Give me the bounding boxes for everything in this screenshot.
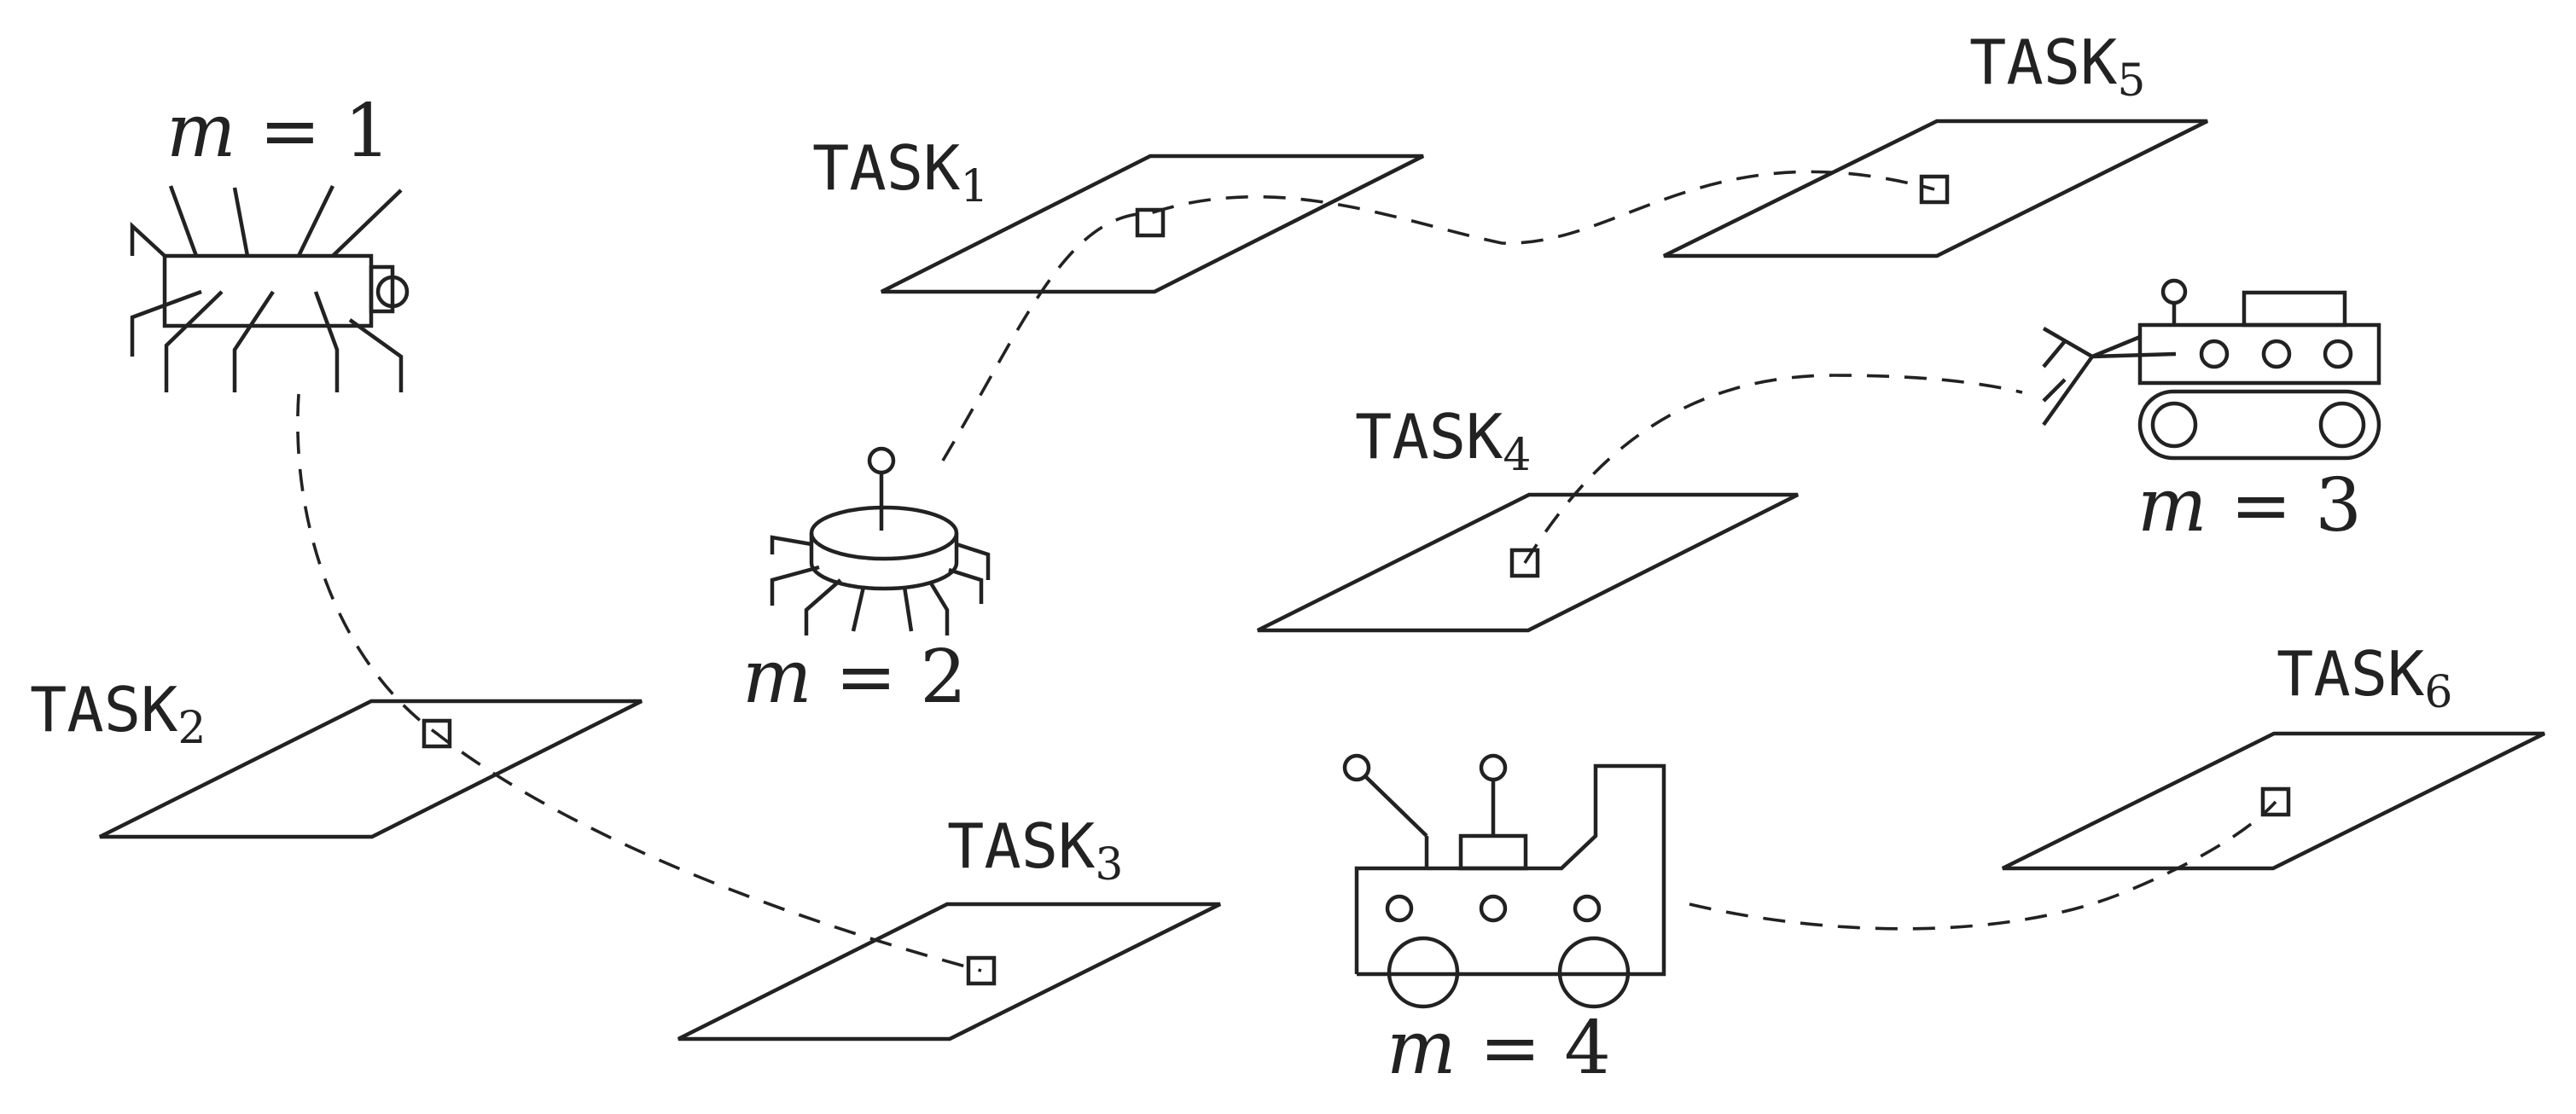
- robot-4-label: m = 4: [1387, 1006, 1611, 1091]
- robot-2-icon: [770, 446, 991, 635]
- task-4-label: TASK4: [1355, 401, 1531, 481]
- task-5-label: TASK5: [1969, 26, 2145, 107]
- task-6-plane: [2001, 731, 2546, 871]
- robot-2-label: m = 2: [742, 635, 967, 720]
- task-4-plane: [1256, 492, 1800, 633]
- robot-3-icon: [2042, 278, 2381, 461]
- robot-3-label: m = 3: [2137, 463, 2362, 548]
- path-robot-4-to-task-6: [1689, 800, 2277, 931]
- task-2-label: TASK2: [30, 674, 206, 754]
- task-3-label: TASK3: [947, 810, 1123, 891]
- path-task-4-to-robot-3: [1523, 374, 2023, 564]
- path-robot-1-to-tasks-2-3: [296, 393, 982, 972]
- robot-1-label: m = 1: [166, 89, 391, 174]
- task-1-label: TASK1: [812, 132, 988, 212]
- task-6-label: TASK6: [2277, 638, 2452, 718]
- task-3-plane: [677, 902, 1222, 1041]
- task-5-plane: [1663, 119, 2209, 258]
- robot-4-icon: [1342, 753, 1666, 1009]
- task-1-plane: [880, 154, 1425, 294]
- task-2-plane: [98, 699, 643, 839]
- robot-1-icon: [130, 185, 410, 392]
